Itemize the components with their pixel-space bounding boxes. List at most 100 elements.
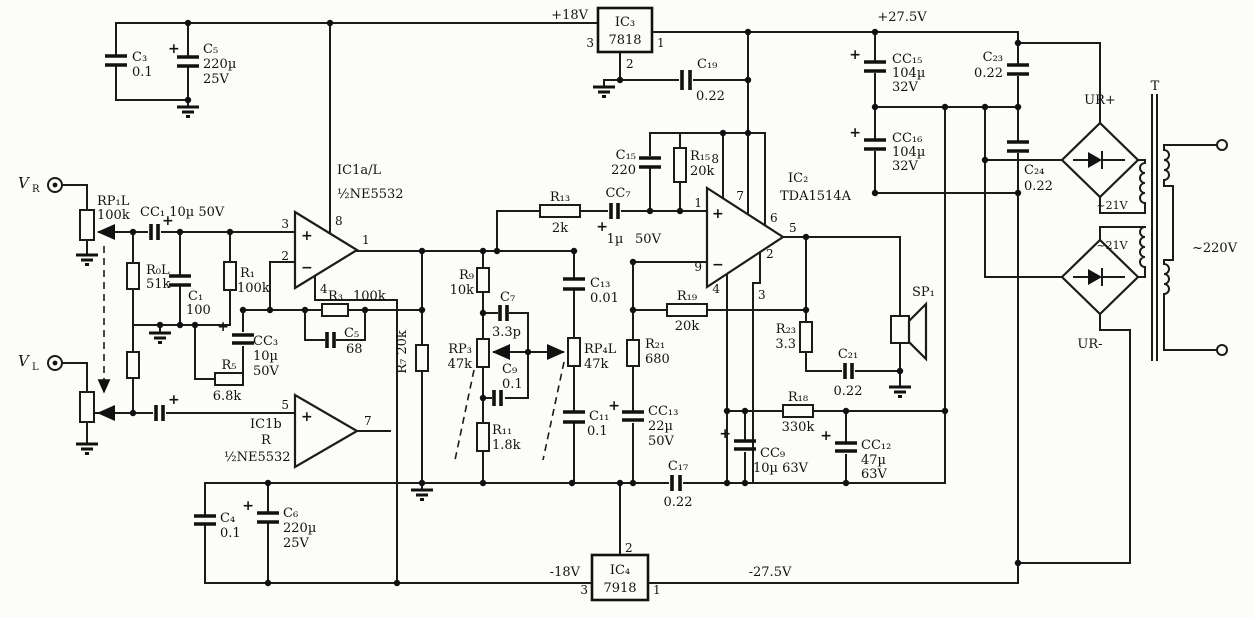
transformer-core xyxy=(1151,94,1158,361)
label-transformer-ref: T xyxy=(1151,79,1160,94)
bridge-rectifier-positive xyxy=(1060,121,1140,199)
wire-bottom-rails xyxy=(204,482,1019,584)
label-cc12-val: 47µ xyxy=(861,453,886,468)
speaker-magnet xyxy=(890,315,910,344)
wires xyxy=(60,22,1218,584)
label-c21-val: 0.22 xyxy=(834,384,863,399)
label-plus18v: +18V xyxy=(551,8,588,23)
label-ic2-pin4: 4 xyxy=(712,282,720,296)
junction-dots xyxy=(129,19,1022,587)
label-ic3-pin1: 1 xyxy=(657,36,665,50)
label-c13-val: 0.01 xyxy=(590,291,619,306)
ic1b-plus-sign: + xyxy=(301,409,313,425)
capacitor-c4 xyxy=(194,514,216,526)
label-c3-val: 0.1 xyxy=(132,65,153,80)
pot-rp3 xyxy=(476,338,490,368)
label-ic1b-pin5: 5 xyxy=(281,398,289,412)
capacitor-c21 xyxy=(843,363,854,379)
label-ic2-pin8: 8 xyxy=(711,152,719,166)
resistor-r0-lower xyxy=(126,351,140,379)
ground-icon xyxy=(889,385,911,398)
label-c15-ref: C₁₅ xyxy=(616,148,636,163)
label-r0l-ref: R₀L xyxy=(146,263,170,278)
plus-cc9: + xyxy=(719,426,731,442)
ground-icon xyxy=(411,488,433,501)
label-ic4-part: 7918 xyxy=(603,581,636,596)
label-ic1b-part: ½NE5532 xyxy=(224,450,291,465)
label-plus27v: +27.5V xyxy=(877,10,927,25)
label-r1-val: 100k xyxy=(237,281,270,296)
label-c15-val: 220 xyxy=(611,163,636,178)
wire-top-left xyxy=(115,22,599,234)
label-c13-ref: C₁₃ xyxy=(590,276,610,291)
capacitor-c15 xyxy=(639,156,661,169)
label-rp1-val: 100k xyxy=(97,208,130,223)
label-c11-val: 0.1 xyxy=(587,424,608,439)
resistor-r9 xyxy=(476,267,490,293)
label-minus18v: -18V xyxy=(550,565,581,580)
resistors xyxy=(126,147,814,452)
label-c24-ref: C₂₄ xyxy=(1024,163,1044,178)
capacitor-c1 xyxy=(169,274,191,287)
label-rp3-ref: RP₃ xyxy=(448,342,472,357)
label-ic1a-pin3: 3 xyxy=(281,217,289,231)
label-vl-sub: L xyxy=(32,362,39,373)
label-vr: V xyxy=(18,174,31,192)
wire-ic2-pins xyxy=(632,251,946,484)
label-c17-ref: C₁₇ xyxy=(668,459,688,474)
label-c5a-val: 220µ xyxy=(203,57,236,72)
label-cc3-val: 10µ xyxy=(253,349,278,364)
label-r23-val: 3.3 xyxy=(775,337,796,352)
label-r9-val: 10k xyxy=(450,283,475,298)
diode-arrow xyxy=(1088,269,1102,285)
label-r18-ref: R₁₈ xyxy=(788,390,808,405)
label-c19-val: 0.22 xyxy=(696,89,725,104)
capacitor-cc15 xyxy=(864,60,886,73)
label-cc13-ref: CC₁₃ xyxy=(648,404,678,419)
label-r3-ref: R₃ xyxy=(328,289,343,304)
primary-winding-top xyxy=(1162,148,1170,182)
label-c21-ref: C₂₁ xyxy=(838,347,858,362)
plus-cc12: + xyxy=(820,428,832,444)
pot-rp1 xyxy=(79,209,95,241)
label-c4-val: 0.1 xyxy=(220,526,241,541)
label-r5-val: 6.8k xyxy=(213,389,242,404)
label-ic1b-ch: R xyxy=(261,433,272,448)
label-ic3-ref: IC₃ xyxy=(615,15,635,30)
label-cc15-v: 32V xyxy=(892,80,919,95)
resistor-r1 xyxy=(223,261,237,291)
label-cc12-ref: CC₁₂ xyxy=(861,438,891,453)
label-r11-val: 1.8k xyxy=(492,438,521,453)
label-cc3-ref: CC₃ xyxy=(253,334,278,349)
label-r7: R₇ 20k xyxy=(395,330,410,374)
resistor-r15 xyxy=(673,147,687,183)
label-ic1a-part: ½NE5532 xyxy=(337,187,404,202)
ground-icon xyxy=(76,253,98,266)
label-c1-ref: C₁ xyxy=(188,289,203,304)
resistor-r3 xyxy=(321,303,349,317)
label-cc7-ref: CC₇ xyxy=(605,186,630,201)
label-c11-ref: C₁₁ xyxy=(589,409,609,424)
label-cc15-val: 104µ xyxy=(892,66,925,81)
labels: +18V +27.5V -18V -27.5V V R V L C₃ 0.1 C… xyxy=(18,8,1238,597)
label-ic1a-pin4: 4 xyxy=(320,282,328,296)
opamp-ic2 xyxy=(705,185,786,290)
label-ic2-part: TDA1514A xyxy=(780,189,852,204)
label-cc12-v: 63V xyxy=(861,467,888,482)
label-cc16-val: 104µ xyxy=(892,145,925,160)
capacitors xyxy=(105,54,1029,526)
ic1a-minus-sign: − xyxy=(301,260,313,276)
label-ic2-pin2: 2 xyxy=(766,247,774,261)
label-c19-ref: C₁₉ xyxy=(697,57,717,72)
label-sp1: SP₁ xyxy=(912,285,935,300)
label-cc16-v: 32V xyxy=(892,159,919,174)
label-220v: ~220V xyxy=(1192,241,1238,256)
label-c6-ref: C₆ xyxy=(283,506,298,521)
capacitor-vl-coupling xyxy=(154,405,165,421)
label-ur-plus: UR+ xyxy=(1084,93,1116,108)
label-minus27v: -27.5V xyxy=(749,565,792,580)
resistor-r11 xyxy=(476,422,490,452)
input-jacks xyxy=(47,177,63,371)
capacitor-c23 xyxy=(1007,63,1029,76)
